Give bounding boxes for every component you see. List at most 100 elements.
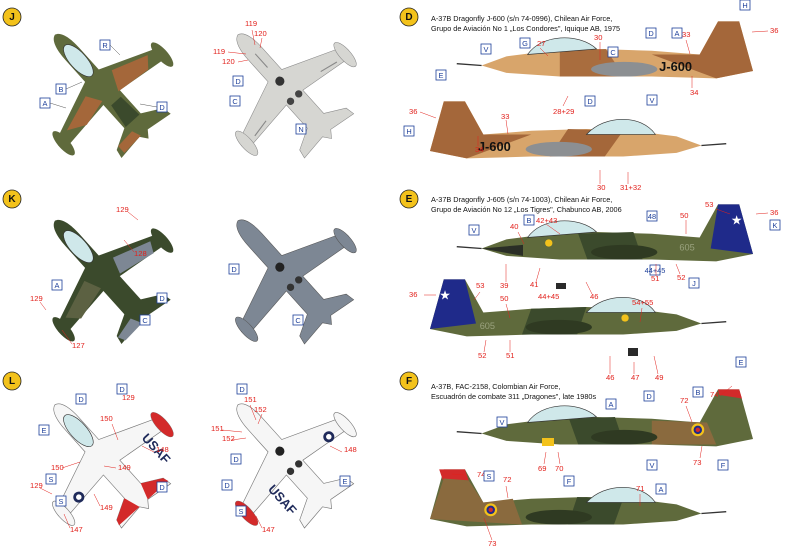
stencil-tag-label: D: [239, 385, 244, 394]
labels-e-top: 53 36 K 42+43 B 48 50 40 V 39 41 44+45 4…: [468, 200, 781, 301]
decal-number-label: 51: [506, 351, 514, 360]
decal-number-label: 148: [156, 445, 169, 454]
stencil-tag-label: B: [59, 85, 64, 94]
plan-view-j-bottom: [184, 0, 386, 188]
decal-number-label: 119: [213, 47, 225, 56]
decal-number-label: 71: [636, 484, 644, 493]
stencil-tag-label: B: [696, 388, 701, 397]
decal-number-label: 129: [30, 481, 43, 490]
stencil-tag-box: [483, 470, 495, 482]
labels-f-top: E 74 B 72 D A V 69 70 73 V F: [496, 356, 747, 473]
stencil-tag-label: C: [610, 48, 616, 57]
decal-number-label: 31+32: [620, 183, 641, 192]
stencil-tag-label: D: [159, 294, 164, 303]
decal-number-label: 36: [770, 208, 778, 217]
decal-number-label: 127: [72, 341, 85, 350]
stencil-tag-label: A: [55, 281, 60, 290]
side-view-e-top: 605 ★: [456, 204, 753, 262]
decal-number-label: 120: [222, 57, 235, 66]
caption-e-line2: Grupo de Aviación No 12 „Los Tigres", Ch…: [431, 205, 622, 214]
plan-view-l-bottom: USAF: [184, 356, 386, 553]
decal-number-label: 120: [254, 29, 267, 38]
plan-view-l-top: USAF: [1, 356, 203, 553]
caption-e-line1: A-37B Dragonfly J-605 (s/n 74-1003), Chi…: [431, 195, 612, 204]
label: K: [8, 194, 16, 205]
decal-number-label: 149: [100, 503, 113, 512]
stencil-tag-box: [692, 386, 704, 398]
stencil-tag-box: [519, 37, 531, 49]
decal-number-label: 74: [710, 390, 718, 399]
stencil-tag-label: A: [43, 99, 48, 108]
svg-text:★: ★: [731, 214, 743, 229]
stencil-tag-label: D: [159, 103, 164, 112]
caption-d-line1: A-37B Dragonfly J-600 (s/n 74-0996), Chi…: [431, 14, 612, 23]
decal-number-label: 34: [475, 145, 483, 154]
stencil-tag-label: N: [298, 125, 303, 134]
decal-number-label: 30: [594, 33, 602, 42]
decal-number-label: 70: [555, 464, 563, 473]
panel-e: E A-37B Dragonfly J-605 (s/n 74-1003), C…: [399, 189, 781, 382]
decal-number-label: 39: [500, 281, 508, 290]
decal-number-label: 50: [680, 211, 688, 220]
stencil-tag-label: S: [59, 497, 64, 506]
bomb-icon: [542, 438, 554, 446]
decal-number-label: 74: [477, 470, 485, 479]
stencil-tag-box: [156, 481, 168, 493]
panel-j: J R B A D 119 120 119: [1, 0, 386, 188]
stencil-tag-box: [649, 264, 661, 276]
decal-number-label: 49: [655, 373, 663, 382]
decal-number-label: 69: [538, 464, 546, 473]
stencil-tag-label: V: [650, 461, 655, 470]
label: L: [9, 376, 15, 387]
stencil-tag-label: B: [527, 216, 532, 225]
stencil-tag-box: [607, 46, 619, 58]
stencil-tag-label: D: [224, 481, 229, 490]
stencil-tag-label: D: [78, 395, 83, 404]
stencil-tag-label: V: [484, 45, 489, 54]
decal-number-label: 33: [501, 112, 509, 121]
decal-number-label: 72: [503, 475, 511, 484]
stencil-tag-box: [339, 475, 351, 487]
stencil-tag-label: D: [648, 29, 653, 38]
stencil-tag-box: [643, 390, 655, 402]
stencil-tag-label: H: [406, 127, 411, 136]
decal-number-label: 151: [244, 395, 257, 404]
decal-number-label: 151: [211, 424, 224, 433]
stencil-tag-box: [739, 0, 751, 11]
decal-number-label: 50: [500, 294, 508, 303]
decal-number-label: 44+45: [538, 292, 559, 301]
decal-number-label: 36: [409, 290, 417, 299]
stencil-tag-box: [688, 277, 700, 289]
stencil-tag-box: [403, 125, 415, 137]
decal-number-label: 47: [631, 373, 639, 382]
roundel-icon: [484, 503, 498, 517]
side-view-e-bottom: 605 ★: [430, 279, 727, 337]
decal-number-label: 36: [770, 26, 778, 35]
stencil-tag-box: [38, 424, 50, 436]
labels-l-bottom: D 151 152 151 152 D 148 D S 147 E: [211, 383, 357, 534]
panel-badge: [399, 371, 419, 391]
stencil-tag-label: R: [102, 41, 107, 50]
decal-number-label: 30: [597, 183, 605, 192]
labels-f-bottom: 74 S 72 71 F A 73: [451, 470, 667, 548]
stencil-tag-label: F: [721, 461, 726, 470]
stencil-tag-label: D: [235, 77, 240, 86]
labels-j-bottom: 119 120 119 120 D C N: [213, 19, 307, 135]
stencil-tag-box: [232, 75, 244, 87]
stencil-tag-label: D: [231, 265, 236, 274]
decal-number-label: 33: [682, 30, 690, 39]
decal-number-label: 150: [51, 463, 64, 472]
decal-number-label: 41: [530, 280, 538, 289]
plan-view-k-top: [1, 172, 202, 373]
decal-number-label: 150: [100, 414, 113, 423]
stencil-tag-box: [156, 292, 168, 304]
label: J-600: [478, 139, 511, 154]
panel-badge: [2, 189, 22, 209]
stencil-tag-label: J: [692, 279, 696, 288]
caption-d-line2: Grupo de Aviación No 1 „Los Condores", I…: [431, 24, 620, 33]
stencil-tag-box: [236, 383, 248, 395]
labels-e-bottom: 36 53 50 54+55 52 51 46 47 49: [409, 281, 663, 382]
stencil-tag-box: [735, 356, 747, 368]
decal-number-label: 34: [690, 88, 698, 97]
label: 605: [480, 321, 495, 331]
